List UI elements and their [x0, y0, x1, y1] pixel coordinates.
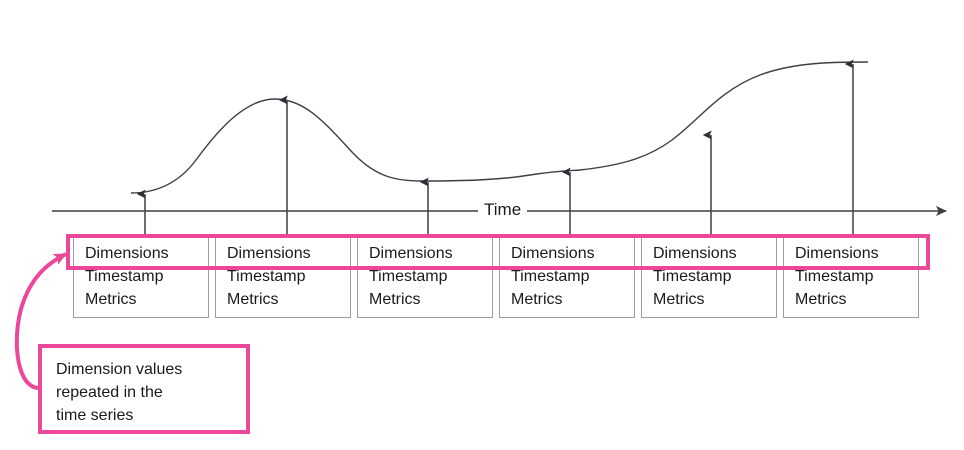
record-timestamp: Timestamp: [227, 268, 306, 285]
record-timestamp: Timestamp: [653, 268, 732, 285]
record-dimensions: Dimensions: [85, 245, 169, 262]
record-box[interactable]: Dimensions Timestamp Metrics: [783, 236, 919, 318]
callout-line: Dimension values: [56, 361, 183, 378]
callout-connector-arrow: [14, 252, 67, 390]
record-box[interactable]: Dimensions Timestamp Metrics: [499, 236, 635, 318]
time-axis-label: Time: [478, 200, 528, 220]
record-box[interactable]: Dimensions Timestamp Metrics: [73, 236, 209, 318]
record-dimensions: Dimensions: [795, 245, 879, 262]
record-box[interactable]: Dimensions Timestamp Metrics: [641, 236, 777, 318]
record-dimensions: Dimensions: [511, 245, 595, 262]
record-timestamp: Timestamp: [511, 268, 590, 285]
record-metrics: Metrics: [369, 291, 421, 308]
callout-line: repeated in the: [56, 384, 163, 401]
record-timestamp: Timestamp: [85, 268, 164, 285]
record-metrics: Metrics: [511, 291, 563, 308]
record-dimensions: Dimensions: [227, 245, 311, 262]
record-dimensions: Dimensions: [369, 245, 453, 262]
record-timestamp: Timestamp: [369, 268, 448, 285]
callout-line: time series: [56, 407, 134, 424]
record-metrics: Metrics: [227, 291, 279, 308]
record-timestamp: Timestamp: [795, 268, 874, 285]
record-dimensions: Dimensions: [653, 245, 737, 262]
record-metrics: Metrics: [85, 291, 137, 308]
callout-box: Dimension values repeated in the time se…: [38, 344, 250, 434]
record-metrics: Metrics: [653, 291, 705, 308]
record-metrics: Metrics: [795, 291, 847, 308]
record-box[interactable]: Dimensions Timestamp Metrics: [215, 236, 351, 318]
record-box[interactable]: Dimensions Timestamp Metrics: [357, 236, 493, 318]
metric-series-curve: [130, 61, 869, 194]
